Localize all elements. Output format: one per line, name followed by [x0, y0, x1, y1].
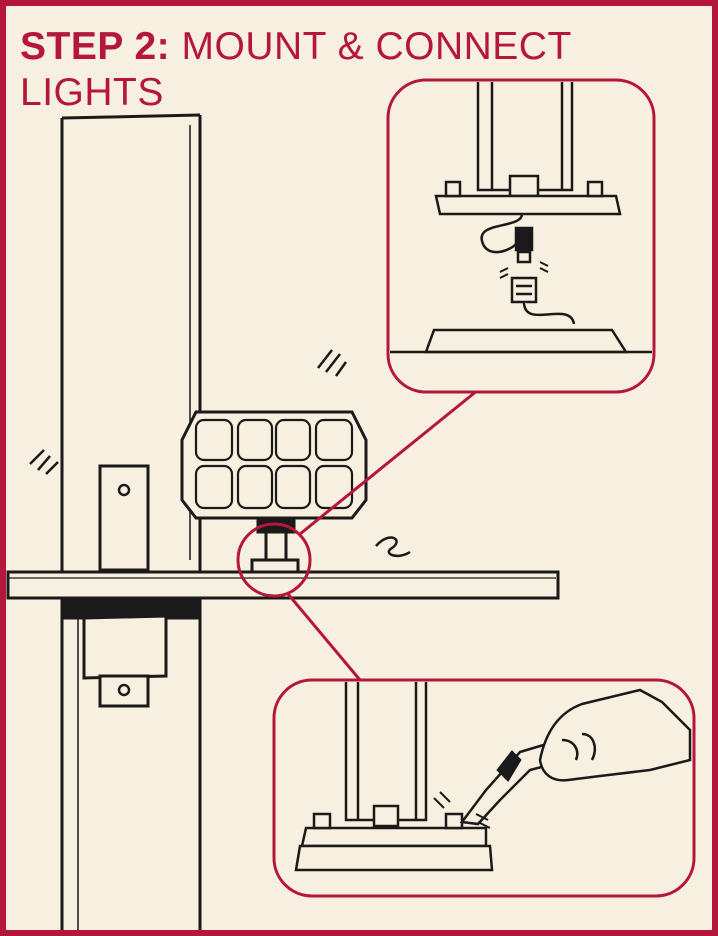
step-label: STEP 2: [20, 25, 171, 68]
step-description: MOUNT & CONNECT LIGHTS [20, 25, 572, 114]
wooden-post [60, 113, 202, 930]
upper-bracket [98, 464, 150, 572]
inset-wrench-tightening [272, 678, 696, 898]
horizontal-beam [6, 570, 560, 620]
solar-light-panel [180, 410, 368, 574]
hand [538, 688, 692, 782]
callout-ring [236, 388, 479, 681]
lower-bracket [82, 614, 168, 708]
inset-plug-connector [386, 78, 656, 394]
page-title: STEP 2: MOUNT & CONNECT LIGHTS [20, 24, 620, 116]
illustration [6, 78, 696, 930]
motion-marks [29, 349, 411, 558]
